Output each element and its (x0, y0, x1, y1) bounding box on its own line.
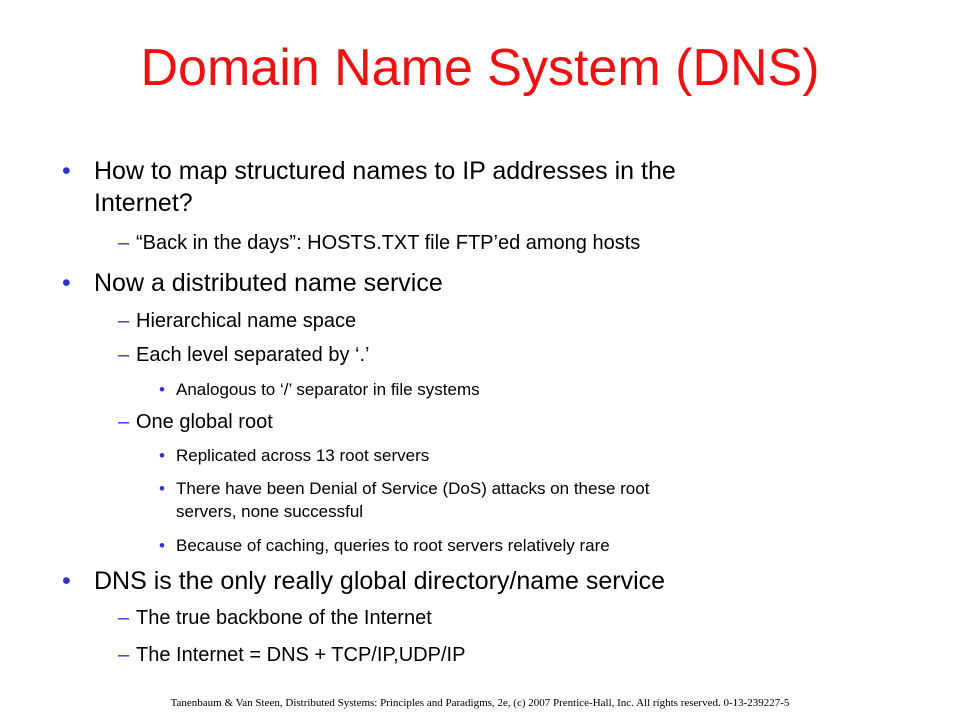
slide-title: Domain Name System (DNS) (140, 39, 820, 97)
sub-sub-bullet-text: Replicated across 13 root servers (176, 446, 430, 465)
bullet-text: How to map structured names to IP addres… (94, 157, 676, 185)
bullet-marker: • (62, 269, 71, 297)
sub-sub-bullet-marker: • (159, 380, 165, 399)
dash-marker: – (118, 232, 130, 254)
sub-bullet-text: “Back in the days”: HOSTS.TXT file FTP’e… (136, 232, 641, 254)
sub-bullet-text: One global root (136, 411, 273, 433)
bullet-marker: • (62, 567, 71, 595)
sub-bullet-text: Each level separated by ‘.’ (136, 344, 370, 366)
dash-marker: – (118, 344, 130, 366)
sub-sub-bullet-marker: • (159, 479, 165, 498)
dash-marker: – (118, 310, 130, 332)
dash-marker: – (118, 607, 130, 629)
bullet-marker: • (62, 157, 71, 185)
sub-sub-bullet-marker: • (159, 446, 165, 465)
sub-sub-bullet-text: Analogous to ‘/’ separator in file syste… (176, 380, 480, 399)
dash-marker: – (118, 644, 130, 666)
sub-sub-bullet-text: servers, none successful (176, 502, 364, 521)
sub-sub-bullet-text: There have been Denial of Service (DoS) … (176, 479, 650, 498)
sub-bullet-text: Hierarchical name space (136, 310, 357, 332)
dash-marker: – (118, 411, 130, 433)
sub-bullet-text: The true backbone of the Internet (136, 607, 432, 629)
footer-copyright: Tanenbaum & Van Steen, Distributed Syste… (170, 697, 790, 709)
sub-sub-bullet-text: Because of caching, queries to root serv… (176, 536, 610, 555)
sub-sub-bullet-marker: • (159, 536, 165, 555)
bullet-text: DNS is the only really global directory/… (94, 567, 666, 595)
bullet-text: Now a distributed name service (94, 269, 443, 297)
sub-bullet-text: The Internet = DNS + TCP/IP,UDP/IP (136, 644, 466, 666)
bullet-text: Internet? (94, 189, 193, 217)
